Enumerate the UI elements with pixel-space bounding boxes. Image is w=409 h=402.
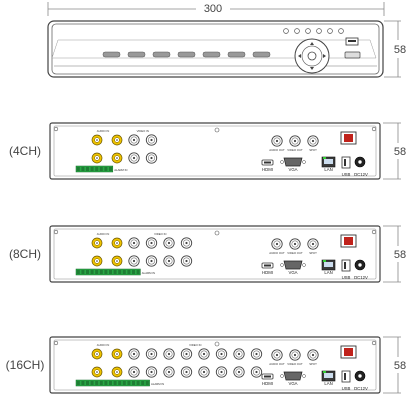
video-in-label: VIDEO IN xyxy=(189,343,201,347)
spot-label: SPOT xyxy=(309,148,317,152)
alarm-in-label: ALARM IN xyxy=(142,271,155,275)
front-height-dimension xyxy=(384,20,401,78)
screw-icon xyxy=(371,340,377,346)
lan-label: LAN xyxy=(324,270,332,275)
vga-port xyxy=(283,157,303,167)
rear-height-label-8ch: 58 xyxy=(394,249,406,261)
rear-height-label-16ch: 58 xyxy=(394,360,406,372)
video-out-label: VIDEO OUT xyxy=(287,362,303,366)
screw-icon xyxy=(53,340,59,346)
audio-in-label: AUDIO IN xyxy=(97,232,109,236)
navigation-pad-icon xyxy=(294,38,330,74)
alarm-in-label: ALARM IN xyxy=(114,168,127,172)
rear-height-dimension-4ch xyxy=(383,122,401,180)
dc-label: DC12V xyxy=(354,172,368,177)
screw-icon xyxy=(371,229,377,235)
lan-label: LAN xyxy=(324,381,332,386)
screw-icon xyxy=(53,229,59,235)
model-label-16ch: (16CH) xyxy=(6,358,45,372)
usb-label: USB xyxy=(342,275,351,280)
front-usb-port xyxy=(344,37,361,59)
alarm-in-label: ALARM IN xyxy=(151,382,164,386)
vga-label: VGA xyxy=(288,381,297,386)
audio-out-label: AUDIO OUT xyxy=(269,148,285,152)
screw-icon xyxy=(214,127,220,133)
hdmi-label: HDMI xyxy=(262,381,273,386)
video-in-label: VIDEO IN xyxy=(154,232,166,236)
front-buttons xyxy=(102,51,271,58)
dc-label: DC12V xyxy=(354,275,368,280)
hdmi-label: HDMI xyxy=(262,167,273,172)
screw-icon xyxy=(53,126,59,132)
width-label: 300 xyxy=(204,3,222,15)
screw-icon xyxy=(214,230,220,236)
hdmi-label: HDMI xyxy=(262,270,273,275)
rear-height-dimension-16ch xyxy=(383,336,401,394)
model-label-8ch: (8CH) xyxy=(9,247,41,261)
screw-icon xyxy=(371,126,377,132)
audio-in-label: AUDIO IN xyxy=(97,129,109,133)
video-out-label: VIDEO OUT xyxy=(287,251,303,255)
rear-height-dimension-8ch xyxy=(383,225,401,283)
video-out-label: VIDEO OUT xyxy=(287,148,303,152)
vga-port xyxy=(283,371,303,381)
model-label-4ch: (4CH) xyxy=(9,144,41,158)
video-in-label: VIDEO IN xyxy=(137,129,149,133)
vga-label: VGA xyxy=(288,167,297,172)
audio-in-label: AUDIO IN xyxy=(97,343,109,347)
alarm-terminal-block xyxy=(75,268,141,276)
alarm-terminal-block xyxy=(75,165,114,173)
alarm-terminal-block xyxy=(75,379,150,387)
vga-port xyxy=(283,260,303,270)
screw-icon xyxy=(214,341,220,347)
spot-label: SPOT xyxy=(309,362,317,366)
width-dimension xyxy=(47,2,385,16)
front-panel xyxy=(47,20,384,78)
audio-out-label: AUDIO OUT xyxy=(269,251,285,255)
audio-out-label: AUDIO OUT xyxy=(269,362,285,366)
front-leds xyxy=(283,28,344,34)
front-height-label: 58 xyxy=(394,44,406,56)
usb-label: USB xyxy=(342,386,351,391)
spot-label: SPOT xyxy=(309,251,317,255)
lan-label: LAN xyxy=(324,167,332,172)
usb-label: USB xyxy=(342,172,351,177)
vga-label: VGA xyxy=(288,270,297,275)
dc-label: DC12V xyxy=(354,386,368,391)
rear-height-label-4ch: 58 xyxy=(394,146,406,158)
